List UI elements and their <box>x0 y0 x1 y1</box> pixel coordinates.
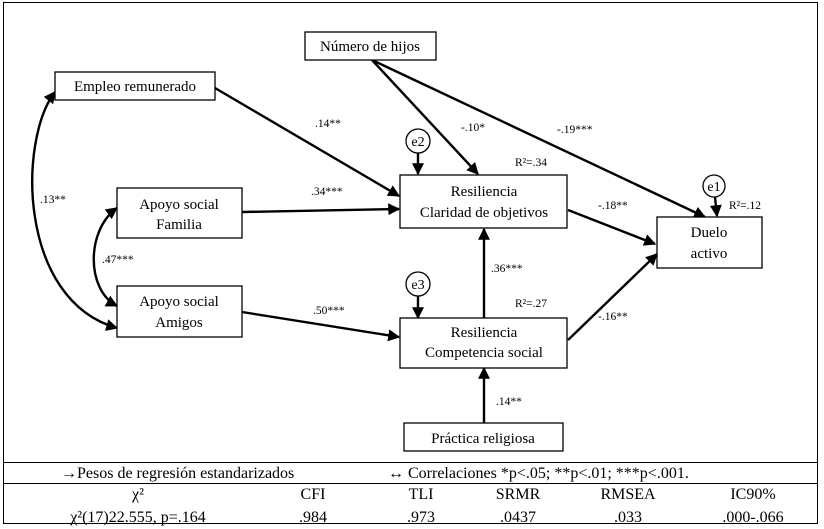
legend-regression: →Pesos de regresión estandarizados <box>61 465 295 482</box>
edge-familia-claridad <box>241 203 401 216</box>
fit-value-ic90: .000-.066 <box>722 509 784 526</box>
fit-header-chi2: χ² <box>132 486 144 503</box>
fit-value-rmsea: .033 <box>614 509 642 526</box>
edge-amigos-competencia <box>241 310 401 342</box>
fit-header-rmsea: RMSEA <box>600 486 656 503</box>
edge-competencia-duelo <box>567 253 658 341</box>
fit-header-ic90: IC90% <box>730 486 776 503</box>
node-empleo: Empleo remunerado <box>54 71 216 101</box>
svg-text:Empleo remunerado: Empleo remunerado <box>74 79 196 95</box>
corr-empleo-amigos <box>31 91 119 331</box>
fit-footer: →Pesos de regresión estandarizados ↔ Cor… <box>3 462 818 526</box>
svg-text:Resiliencia: Resiliencia <box>451 184 518 200</box>
svg-text:activo: activo <box>691 246 728 262</box>
svg-text:Resiliencia: Resiliencia <box>451 325 518 341</box>
edge-hijos-duelo <box>371 58 707 219</box>
node-hijos: Número de hijos <box>304 31 437 61</box>
edge-empleo-claridad <box>214 86 401 198</box>
coef-claridad-duelo: -.18** <box>598 200 628 212</box>
legend-correlations: ↔ Correlaciones *p<.05; **p<.01; ***p<.0… <box>388 465 689 482</box>
coef-competencia-duelo: -.16** <box>598 311 628 323</box>
fit-value-srmr: .0437 <box>500 509 536 526</box>
node-duelo: Duelo activo <box>656 216 763 269</box>
edge-e1-duelo <box>709 196 722 218</box>
node-claridad: Resiliencia Claridad de objetivos <box>399 174 568 229</box>
svg-text:Duelo: Duelo <box>691 225 728 241</box>
legend-row: →Pesos de regresión estandarizados ↔ Cor… <box>3 462 818 484</box>
r2-duelo: R²=.12 <box>729 200 761 212</box>
path-diagram: Número de hijos Empleo remunerado Apoyo … <box>31 31 763 452</box>
svg-text:Apoyo social: Apoyo social <box>139 294 219 310</box>
error-e1: e1 <box>702 174 726 198</box>
svg-text:Familia: Familia <box>156 217 202 233</box>
svg-text:e2: e2 <box>411 135 424 150</box>
edge-claridad-duelo <box>567 208 657 246</box>
fit-value-tli: .973 <box>407 509 435 526</box>
coef-familia-claridad: .34*** <box>311 186 343 198</box>
svg-text:e1: e1 <box>707 180 720 195</box>
edge-hijos-claridad <box>371 59 479 175</box>
fit-header-cfi: CFI <box>300 486 326 503</box>
svg-text:Número de hijos: Número de hijos <box>320 39 420 55</box>
coef-amigos-competencia: .50*** <box>313 305 345 317</box>
coef-practica-competencia: .14** <box>496 396 522 408</box>
svg-text:Competencia social: Competencia social <box>425 345 543 361</box>
fit-values-row: χ²(17)22.555, p=.164 .984 .973 .0437 .03… <box>3 509 818 529</box>
r2-competencia: R²=.27 <box>515 298 547 310</box>
fit-header-row: χ² CFI TLI SRMR RMSEA IC90% <box>3 486 818 506</box>
coef-hijos-duelo: -.19*** <box>557 124 593 136</box>
coef-empleo-amigos-corr: .13** <box>40 194 66 206</box>
coef-empleo-claridad: .14** <box>315 118 341 130</box>
coef-competencia-claridad: .36*** <box>491 263 523 275</box>
node-practica: Práctica religiosa <box>403 422 564 452</box>
diagram-frame <box>3 2 818 524</box>
svg-text:Claridad de objetivos: Claridad de objetivos <box>420 205 548 221</box>
svg-text:e3: e3 <box>411 278 424 293</box>
fit-header-tli: TLI <box>408 486 434 503</box>
fit-value-cfi: .984 <box>299 509 327 526</box>
error-e2: e2 <box>405 128 431 154</box>
node-amigos: Apoyo social Amigos <box>116 285 243 338</box>
r2-claridad: R²=.34 <box>515 157 547 169</box>
fit-value-chi2: χ²(17)22.555, p=.164 <box>70 509 206 526</box>
svg-text:Apoyo social: Apoyo social <box>139 197 219 213</box>
node-familia: Apoyo social Familia <box>116 187 243 239</box>
coef-familia-amigos-corr: .47*** <box>102 254 134 266</box>
node-competencia: Resiliencia Competencia social <box>399 317 568 369</box>
corr-familia-amigos <box>92 207 119 308</box>
svg-text:Amigos: Amigos <box>155 315 203 331</box>
fit-header-srmr: SRMR <box>495 486 541 503</box>
svg-text:Práctica religiosa: Práctica religiosa <box>431 431 535 447</box>
error-e3: e3 <box>405 271 431 297</box>
coef-hijos-claridad: -.10* <box>461 122 485 134</box>
